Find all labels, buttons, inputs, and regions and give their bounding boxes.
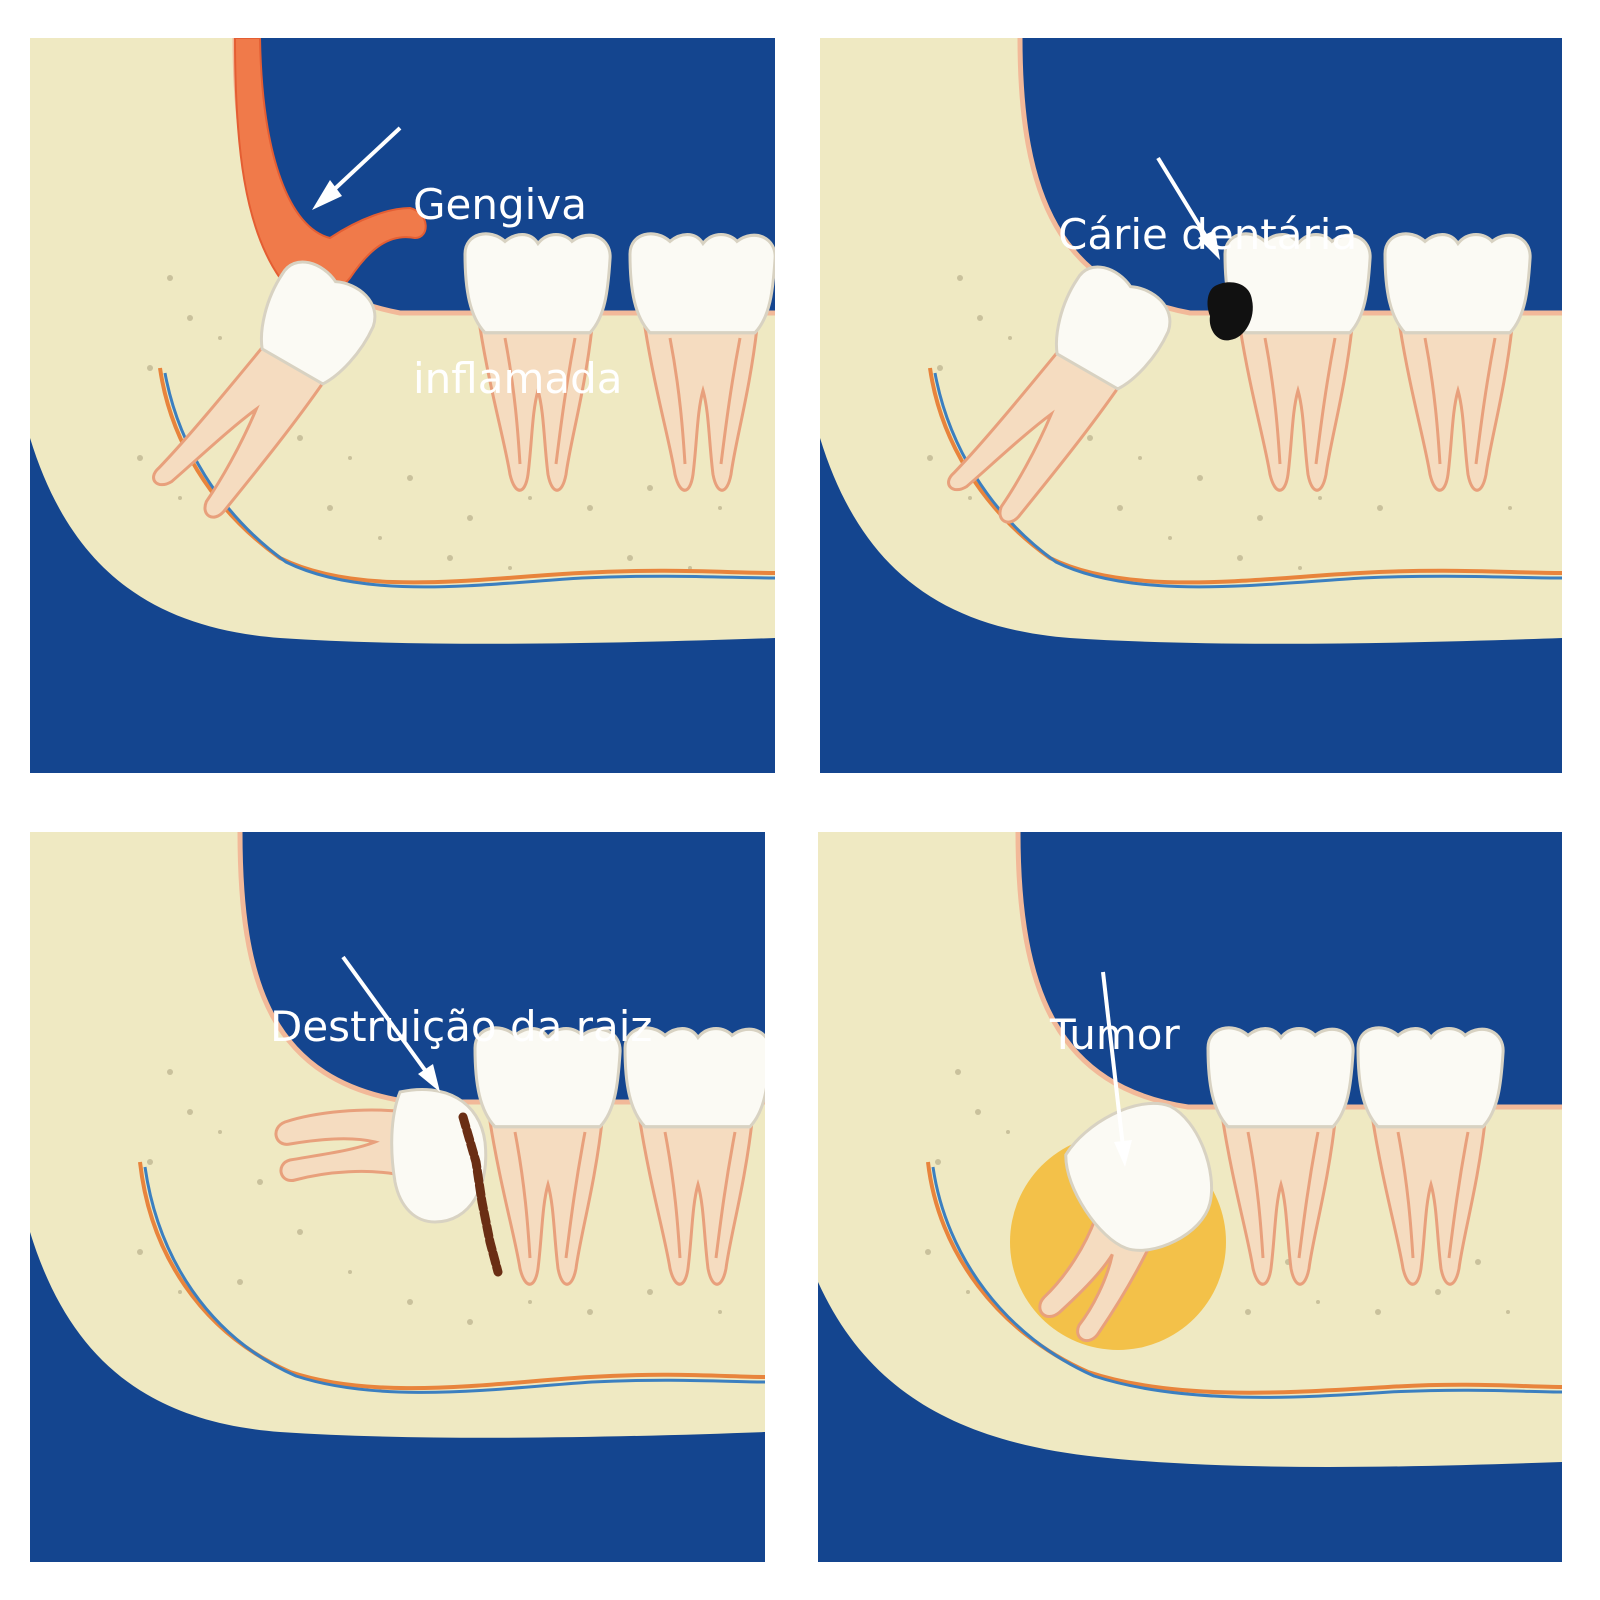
jaw-illustration [818,832,1562,1562]
panel-dental-caries: Cárie dentária [820,38,1562,773]
label-root-destruction: Destruição da raiz [270,882,652,1172]
panel-tumor: Tumor [818,832,1562,1562]
label-line-1: Cárie dentária [1058,206,1357,264]
arrow-icon [312,128,400,210]
jaw-illustration [30,38,775,773]
label-line-1: Tumor [1050,1006,1180,1064]
label-line-1: Destruição da raiz [270,998,652,1056]
label-dental-caries: Cárie dentária [1058,90,1357,380]
panel-inflamed-gum: Gengiva inflamada [30,38,775,773]
label-inflamed-gum: Gengiva inflamada [413,60,623,524]
panel-root-destruction: Destruição da raiz [30,832,765,1562]
label-tumor: Tumor [1050,890,1180,1180]
label-line-2: inflamada [413,350,623,408]
label-line-1: Gengiva [413,176,623,234]
